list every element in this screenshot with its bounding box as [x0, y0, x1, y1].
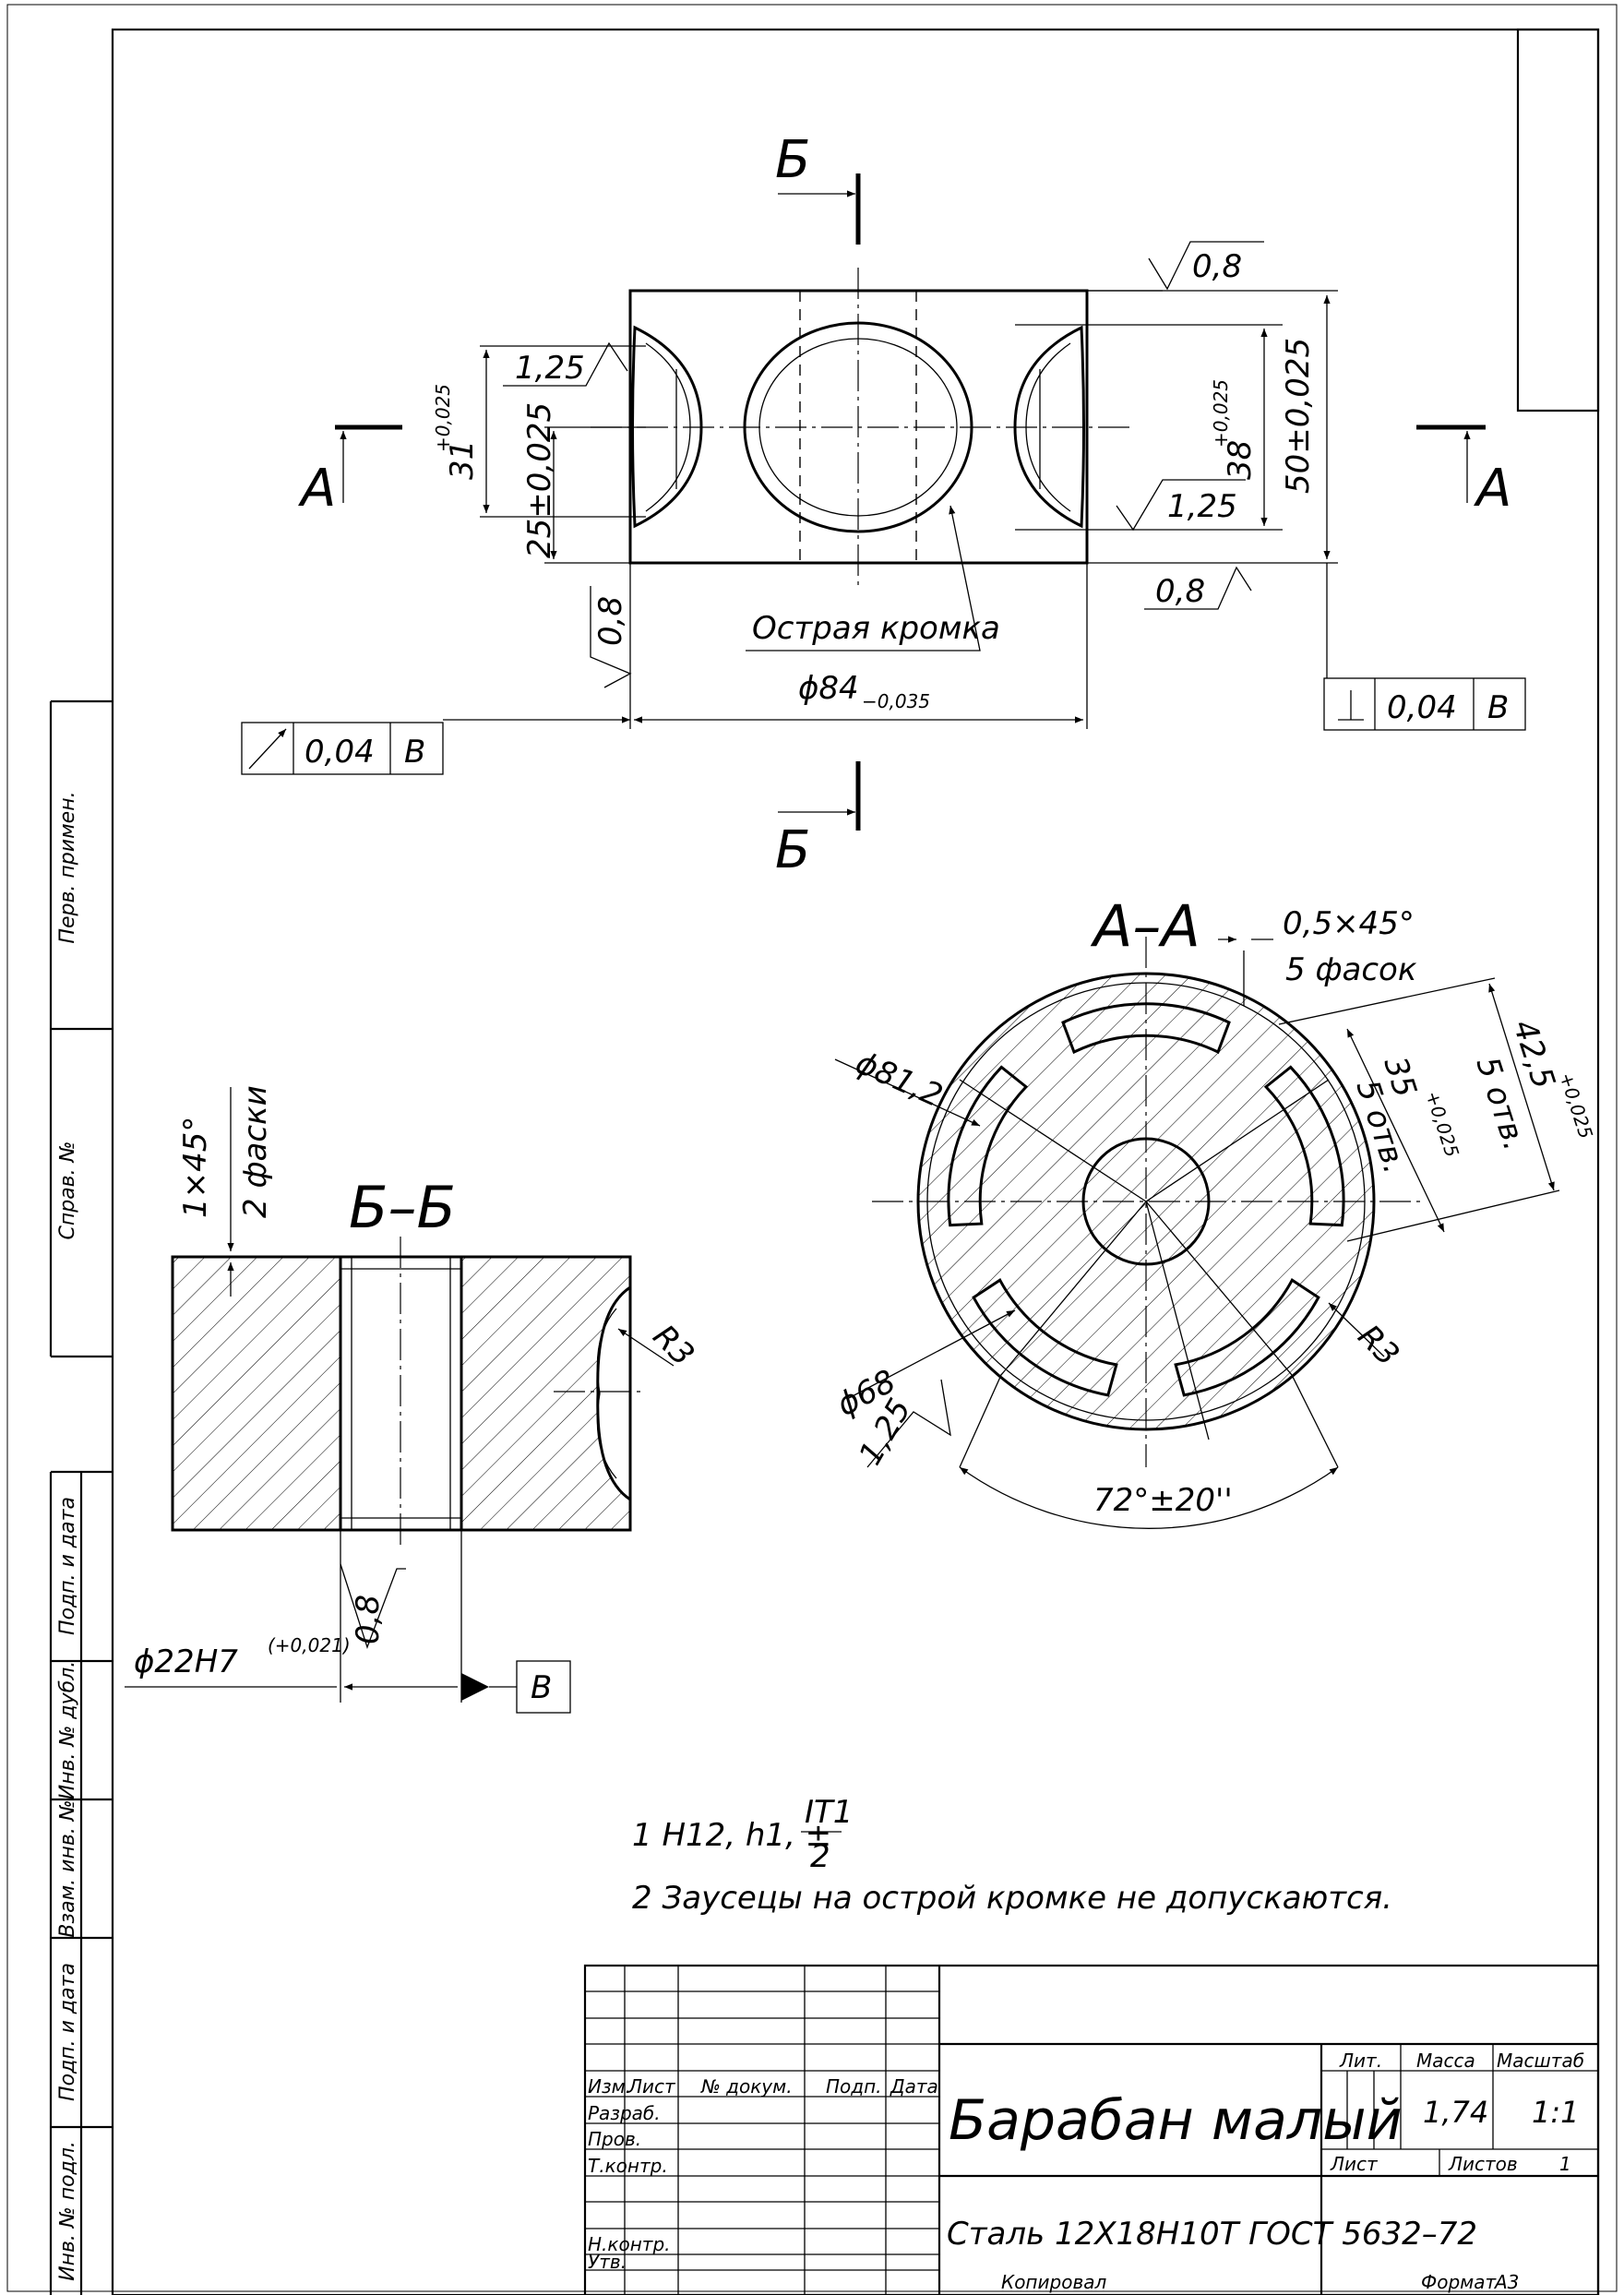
tb-sheets-label: Листов [1448, 2153, 1518, 2175]
perpendicularity-tolerance-frame: 0,04 В [1323, 677, 1526, 731]
dim-84: ϕ84 [798, 670, 859, 707]
angle-72: 72°±20'' [1093, 1482, 1233, 1519]
tb-col-data: Дата [890, 2075, 938, 2098]
side-sprav: Справ. № [56, 1141, 79, 1239]
datum-box [516, 1660, 571, 1714]
dim-22-tol: (+0,021) [268, 1634, 351, 1656]
runout-tolerance-frame: 0,04 В [241, 722, 444, 775]
dim-42-tol: +0,025 [1555, 1070, 1597, 1142]
tb-part-name: Барабан малый [949, 2088, 1403, 2153]
side-perv-primen: Перв. примен. [56, 791, 79, 943]
runout-datum: В [404, 734, 425, 771]
rough-08-right: 0,8 [1155, 573, 1205, 610]
tb-tkontr: Т.контр. [588, 2155, 668, 2177]
tb-mass-label: Масса [1416, 2050, 1475, 2072]
sheet-border [6, 4, 1618, 2292]
tb-mass: 1,74 [1423, 2095, 1488, 2130]
section-mark-b: Б Б [775, 130, 861, 880]
tb-col-list: Лист [627, 2075, 676, 2098]
dim-38-tol: +0,025 [1210, 379, 1232, 448]
dim-38: 38 [1222, 440, 1259, 480]
tb-copied: Копировал [1001, 2271, 1106, 2293]
chamfer-5-label: 5 фасок [1285, 951, 1417, 988]
dim-50: 50±0,025 [1280, 338, 1317, 494]
rough-08-bb: 0,8 [350, 1595, 387, 1644]
top-corner-box [1516, 28, 1600, 412]
title-block: Изм. Лист № докум. Подп. Дата Разраб. Пр… [583, 1964, 1600, 2295]
side-podp-data-2: Подп. и дата [56, 1963, 79, 2101]
section-b-bottom-label: Б [775, 820, 810, 880]
sharp-edge-label: Острая кромка [752, 610, 1000, 647]
dim-31-tol: +0,025 [432, 384, 454, 452]
view-bb-title: Б–Б [349, 1174, 456, 1241]
dim-84-tol: −0,035 [862, 690, 930, 712]
tb-format-label: Формат [1421, 2271, 1497, 2293]
datum-label: В [531, 1669, 552, 1706]
chamfer-1x45: 1×45° [177, 1117, 214, 1218]
note-1-fraction-num: IT1 [805, 1794, 853, 1831]
side-podp-data-1: Подп. и дата [56, 1497, 79, 1635]
section-a-left-label: А [298, 459, 336, 519]
rough-08-left: 0,8 [592, 596, 629, 646]
tb-sheets: 1 [1559, 2153, 1571, 2175]
tb-col-podp: Подп. [826, 2075, 882, 2098]
dim-31: 31 [444, 440, 481, 480]
side-inv-podl: Инв. № подл. [56, 2141, 79, 2281]
note-1: 1 H12, h1, ± [632, 1817, 831, 1854]
runout-value: 0,04 [304, 734, 375, 771]
section-a-right-label: А [1474, 459, 1511, 519]
technical-notes: 1 H12, h1, ± IT1 2 2 Заусецы на острой к… [632, 1794, 1392, 1917]
perp-datum: В [1487, 689, 1509, 726]
tb-prov: Пров. [588, 2128, 641, 2150]
tb-col-izm: Изм. [588, 2075, 631, 2098]
tb-col-docum: № докум. [700, 2075, 793, 2098]
dim-812: ϕ81,2 [850, 1045, 948, 1115]
rough-top: 0,8 [1192, 248, 1242, 285]
main-view-dimensions: 0,8 50±0,025 38 +0,025 1,25 0,8 31 +0,02… [241, 241, 1526, 775]
tb-lit-label: Лит. [1339, 2050, 1382, 2072]
side-vzam-inv: Взам. инв. № [56, 1799, 79, 1937]
view-aa-title: А–А [1090, 892, 1200, 960]
dim-35-tol: +0,025 [1421, 1088, 1463, 1160]
section-mark-a: А А [298, 424, 1511, 519]
main-view [591, 268, 1135, 591]
chamfer-2: 2 фаски [237, 1085, 274, 1218]
perp-value: 0,04 [1387, 689, 1457, 726]
dim-25: 25±0,025 [521, 402, 558, 558]
side-inv-dubl: Инв. № дубл. [56, 1661, 79, 1800]
tb-utv: Утв. [588, 2251, 627, 2273]
rough-125-right: 1,25 [1167, 488, 1237, 525]
tb-material: Сталь 12Х18Н10Т ГОСТ 5632–72 [947, 2216, 1477, 2253]
rough-125-left: 1,25 [515, 350, 585, 387]
tb-sheet-label: Лист [1330, 2153, 1379, 2175]
drawing-frame [111, 28, 1600, 2295]
r3-aa: R3 [1351, 1318, 1406, 1373]
tb-scale: 1:1 [1532, 2095, 1580, 2130]
tb-nkontr: Н.контр. [588, 2233, 671, 2255]
tb-scale-label: Масштаб [1497, 2050, 1584, 2072]
section-bb: Б–Б 1×45° 2 фаски R3 0,8 ϕ22H7 (+0,021) [125, 1085, 701, 1714]
section-b-top-label: Б [775, 130, 810, 190]
note-2: 2 Заусецы на острой кромке не допускаютс… [632, 1880, 1392, 1917]
tb-razrab: Разраб. [588, 2102, 661, 2124]
tb-format: А3 [1493, 2271, 1519, 2293]
side-stamp: Перв. примен. Справ. № Подп. и дата Инв.… [49, 699, 113, 2295]
section-aa: А–А 0,5×45° 5 фасок ϕ81,2 42, [830, 892, 1597, 1529]
note-1-fraction-den: 2 [810, 1838, 830, 1875]
dim-22: ϕ22H7 [134, 1644, 238, 1680]
chamfer-05-label: 0,5×45° [1283, 905, 1415, 942]
r3-bb: R3 [646, 1318, 701, 1373]
